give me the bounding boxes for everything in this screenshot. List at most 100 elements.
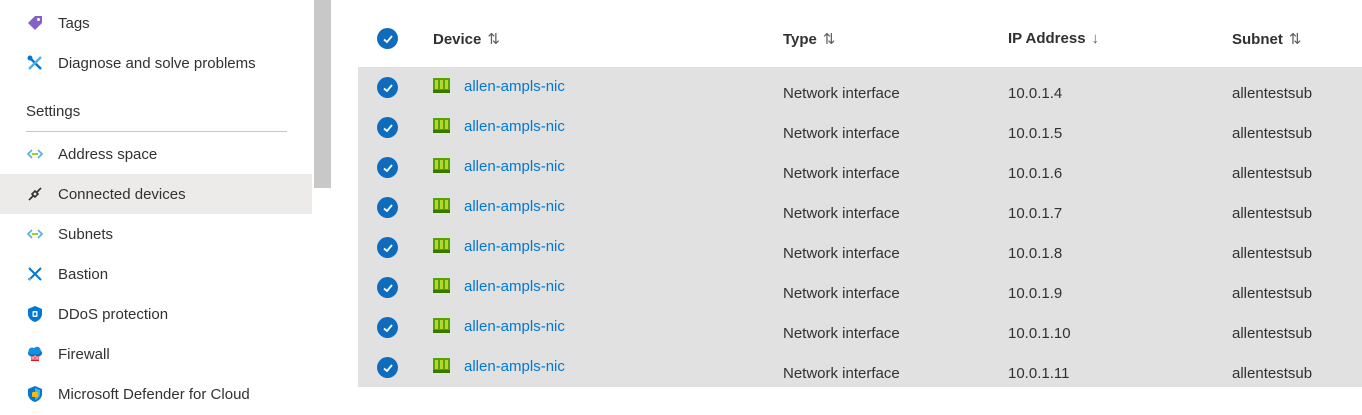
nav-item-diagnose[interactable]: Diagnose and solve problems [0,43,312,83]
sort-icon: ⇅ [1288,31,1302,48]
ip-cell: 10.0.1.10 [1008,325,1071,342]
nav-item-tags[interactable]: Tags [0,3,312,43]
network-interface-icon [433,318,450,333]
bastion-icon [26,265,44,283]
device-link[interactable]: allen-ampls-nic [464,238,565,255]
type-cell: Network interface [783,205,900,222]
network-interface-icon [433,278,450,293]
nav-item-ddos[interactable]: DDoS protection [0,294,312,334]
subnet-cell: allentestsub [1232,85,1313,102]
type-cell: Network interface [783,85,900,102]
row-checkbox[interactable] [377,117,398,138]
device-link[interactable]: allen-ampls-nic [464,198,565,215]
ip-cell: 10.0.1.5 [1008,125,1063,142]
row-checkbox[interactable] [377,237,398,258]
column-label: Type [783,30,817,48]
table-row[interactable]: allen-ampls-nic Network interface 10.0.1… [358,107,1362,147]
subnet-cell: allentestsub [1232,245,1313,262]
ip-cell: 10.0.1.9 [1008,285,1063,302]
table-row[interactable]: allen-ampls-nic Network interface 10.0.1… [358,307,1362,347]
column-header-type[interactable]: Type ⇅ [783,30,836,49]
subnet-cell: allentestsub [1232,325,1313,342]
column-label: Device [433,30,482,48]
device-link[interactable]: allen-ampls-nic [464,358,565,375]
sort-icon: ↓ [1091,30,1100,47]
network-interface-icon [433,198,450,213]
network-interface-icon [433,158,450,173]
firewall-icon [26,345,44,363]
nav-item-defender[interactable]: Microsoft Defender for Cloud [0,374,312,414]
type-cell: Network interface [783,165,900,182]
row-checkbox[interactable] [377,357,398,378]
column-label: Subnet [1232,30,1283,48]
section-divider [26,131,287,132]
ip-cell: 10.0.1.11 [1008,365,1070,382]
nav-item-label: Address space [58,145,158,163]
column-header-ip-address[interactable]: IP Address ↓ [1008,30,1099,47]
section-title-settings: Settings [26,103,81,120]
defender-icon [26,385,44,403]
wrench-icon [26,54,44,72]
selected-rows-background [358,67,1362,387]
column-header-subnet[interactable]: Subnet ⇅ [1232,30,1302,49]
table-row[interactable]: allen-ampls-nic Network interface 10.0.1… [358,267,1362,307]
subnet-cell: allentestsub [1232,365,1313,382]
column-label: IP Address [1008,30,1086,47]
ip-cell: 10.0.1.4 [1008,85,1063,102]
nav-item-label: Diagnose and solve problems [58,54,256,72]
row-checkbox[interactable] [377,157,398,178]
sort-icon: ⇅ [822,31,836,48]
tag-icon [26,14,44,32]
type-cell: Network interface [783,245,900,262]
type-cell: Network interface [783,125,900,142]
nav-item-label: Firewall [58,345,110,363]
column-header-device[interactable]: Device ⇅ [433,30,500,49]
table-row[interactable]: allen-ampls-nic Network interface 10.0.1… [358,67,1362,107]
select-all-checkbox[interactable] [377,28,398,49]
type-cell: Network interface [783,325,900,342]
nav-item-subnets[interactable]: Subnets [0,214,312,254]
table-row[interactable]: allen-ampls-nic Network interface 10.0.1… [358,187,1362,227]
shield-icon [26,305,44,323]
ip-cell: 10.0.1.8 [1008,245,1063,262]
nav-item-connected-devices[interactable]: Connected devices [0,174,312,214]
subnet-cell: allentestsub [1232,125,1313,142]
row-checkbox[interactable] [377,197,398,218]
row-checkbox[interactable] [377,277,398,298]
nav-item-bastion[interactable]: Bastion [0,254,312,294]
subnet-cell: allentestsub [1232,205,1313,222]
network-interface-icon [433,238,450,253]
scrollbar-thumb[interactable] [314,0,331,188]
nav-item-label: Tags [58,14,90,32]
grid-header: Device ⇅ Type ⇅ IP Address ↓ Subnet ⇅ [358,22,1362,58]
subnet-cell: allentestsub [1232,285,1313,302]
device-link[interactable]: allen-ampls-nic [464,118,565,135]
device-link[interactable]: allen-ampls-nic [464,78,565,95]
plug-icon [26,185,44,203]
table-row[interactable]: allen-ampls-nic Network interface 10.0.1… [358,227,1362,267]
network-interface-icon [433,78,450,93]
nav-item-label: Subnets [58,225,114,243]
device-link[interactable]: allen-ampls-nic [464,278,565,295]
type-cell: Network interface [783,365,900,382]
ip-cell: 10.0.1.7 [1008,205,1063,222]
nav-item-label: DDoS protection [58,305,169,323]
ip-cell: 10.0.1.6 [1008,165,1063,182]
row-checkbox[interactable] [377,317,398,338]
sidebar: Tags Diagnose and solve problems Setting… [0,0,312,415]
table-row[interactable]: allen-ampls-nic Network interface 10.0.1… [358,147,1362,187]
nav-item-firewall[interactable]: Firewall [0,334,312,374]
table-row[interactable]: allen-ampls-nic Network interface 10.0.1… [358,347,1362,387]
device-link[interactable]: allen-ampls-nic [464,158,565,175]
address-space-icon [26,145,44,163]
type-cell: Network interface [783,285,900,302]
subnets-icon [26,225,44,243]
nav-item-address-space[interactable]: Address space [0,134,312,174]
device-link[interactable]: allen-ampls-nic [464,318,565,335]
subnet-cell: allentestsub [1232,165,1313,182]
nav-item-label: Connected devices [58,185,186,203]
sort-icon: ⇅ [487,31,500,48]
nav-item-label: Microsoft Defender for Cloud [58,385,250,403]
row-checkbox[interactable] [377,77,398,98]
nav-item-label: Bastion [58,265,109,283]
